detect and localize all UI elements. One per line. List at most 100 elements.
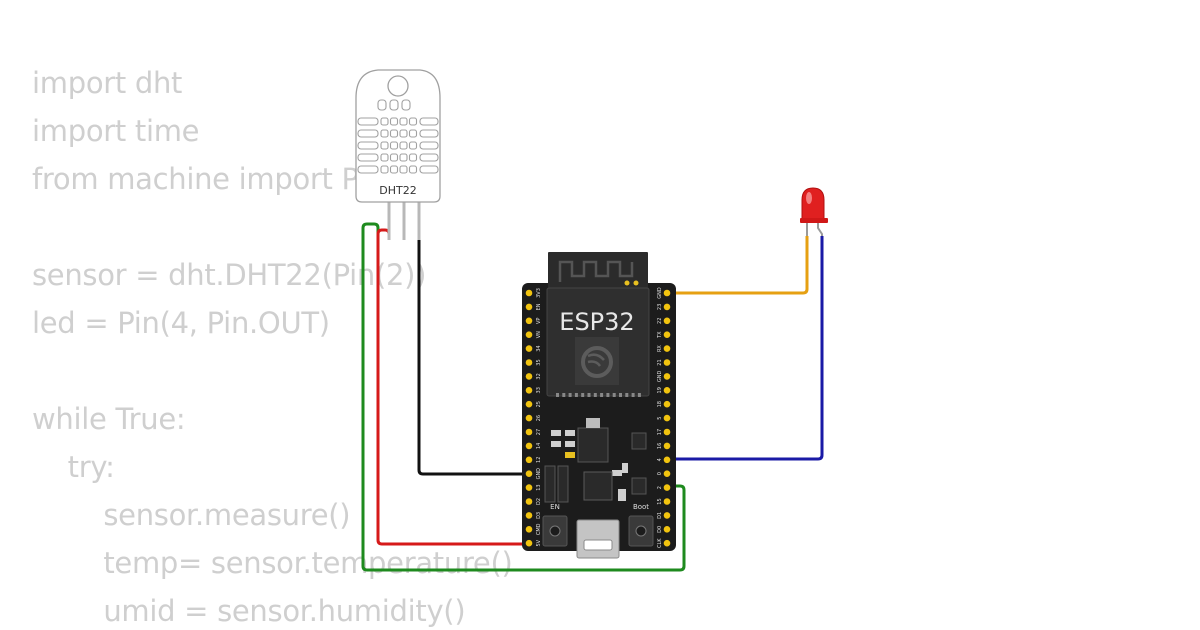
pin-label: 21 (657, 359, 663, 365)
header-pin[interactable] (663, 373, 671, 380)
pin-label: 12 (536, 457, 542, 463)
pin-label: 5 (657, 417, 663, 420)
wire-black (417, 236, 528, 476)
header-pin[interactable] (663, 526, 671, 533)
en-button[interactable] (542, 515, 568, 547)
pin-label: 3V3 (536, 288, 542, 298)
code-line: try: (32, 450, 115, 484)
header-pin[interactable] (525, 414, 533, 422)
code-line: import dht (32, 66, 183, 100)
pin-label: GND (657, 371, 663, 383)
pin-label: 4 (657, 458, 663, 461)
pin-label: 23 (657, 304, 663, 310)
pin-label: 13 (536, 484, 542, 490)
pin-label: 27 (536, 429, 542, 435)
dht22-sensor[interactable]: DHT22 (355, 69, 441, 240)
pin-label: 0 (657, 472, 663, 475)
pin-label: 15 (657, 498, 663, 504)
header-pin[interactable] (663, 498, 671, 505)
code-line: sensor = dht.DHT22(Pin(2)) (32, 258, 427, 292)
pin-label: 25 (536, 401, 542, 407)
header-pin[interactable] (663, 331, 671, 339)
code-line: while True: (32, 402, 186, 436)
header-pin[interactable] (525, 484, 533, 491)
pin-label: VN (536, 331, 542, 338)
pin-label: 22 (657, 318, 663, 324)
header-pin[interactable] (663, 359, 671, 366)
header-pin[interactable] (663, 484, 671, 491)
header-pin[interactable] (525, 317, 533, 325)
header-pin[interactable] (525, 289, 533, 297)
wire-blue (667, 236, 824, 461)
header-pin[interactable] (525, 470, 533, 478)
header-pin[interactable] (525, 526, 533, 533)
header-pin[interactable] (663, 470, 671, 478)
wire-green (361, 222, 686, 572)
en-label: EN (550, 503, 560, 511)
pin-label: 26 (536, 415, 542, 421)
pin-label: D2 (536, 498, 542, 505)
pin-label: 35 (536, 359, 542, 365)
pin-label: 2 (657, 486, 663, 489)
pin-label: 33 (536, 387, 542, 393)
pin-label: RX (657, 345, 663, 352)
pin-label: D3 (536, 512, 542, 519)
header-pin[interactable] (525, 331, 533, 339)
header-pin[interactable] (663, 456, 671, 464)
pin-label: 5V (536, 539, 542, 546)
pin-label: 32 (536, 373, 542, 379)
header-pin[interactable] (663, 289, 671, 297)
header-pin[interactable] (663, 345, 671, 352)
pin-label: CMD (536, 523, 542, 535)
pin-label: D0 (657, 526, 663, 533)
pin-label: D1 (657, 512, 663, 519)
pin-label: 17 (657, 429, 663, 435)
pin-label: EN (536, 303, 542, 310)
header-pin[interactable] (525, 498, 533, 505)
header-pin[interactable] (525, 359, 533, 366)
pin-label: 18 (657, 401, 663, 407)
pin-label: 16 (657, 443, 663, 449)
code-line: umid = sensor.humidity() (32, 594, 466, 628)
header-pin[interactable] (525, 345, 533, 352)
boot-button[interactable] (628, 515, 654, 547)
red-led[interactable] (800, 187, 828, 236)
header-pin[interactable] (663, 317, 671, 325)
header-pin[interactable] (525, 442, 533, 450)
header-pin[interactable] (663, 303, 671, 311)
code-line: sensor.measure() (32, 498, 351, 532)
code-line: led = Pin(4, Pin.OUT) (32, 306, 330, 340)
header-pin[interactable] (525, 539, 533, 547)
header-pin[interactable] (663, 539, 671, 547)
header-pin[interactable] (525, 456, 533, 464)
header-pin[interactable] (525, 373, 533, 380)
header-pin[interactable] (525, 387, 533, 394)
espressif-logo-icon (581, 346, 613, 378)
header-pin[interactable] (663, 400, 671, 408)
header-pin[interactable] (663, 387, 671, 394)
wire-red (376, 228, 528, 546)
header-pin[interactable] (525, 512, 533, 519)
usb-port-icon[interactable] (576, 519, 620, 559)
code-line: import time (32, 114, 200, 148)
boot-label: Boot (633, 503, 649, 511)
header-pin[interactable] (663, 414, 671, 422)
pin-label: GND (536, 468, 542, 480)
pin-label: 19 (657, 387, 663, 393)
pin-label: 34 (536, 345, 542, 351)
header-pin[interactable] (525, 303, 533, 311)
header-pin[interactable] (663, 442, 671, 450)
header-pin[interactable] (663, 428, 671, 436)
board-label: ESP32 (559, 308, 634, 336)
wire-orange (667, 236, 809, 295)
left-header-pins: 3V3ENVPVN343532332526271412GND13D2D3CMD5… (525, 288, 542, 547)
header-pin[interactable] (663, 512, 671, 519)
esp32-board[interactable]: ESP32 EN Boot (522, 252, 676, 559)
pin-label: 14 (536, 443, 542, 449)
pin-label: GND (657, 287, 663, 299)
pin-label: CLK (657, 538, 663, 548)
header-pin[interactable] (525, 400, 533, 408)
header-pin[interactable] (525, 428, 533, 436)
